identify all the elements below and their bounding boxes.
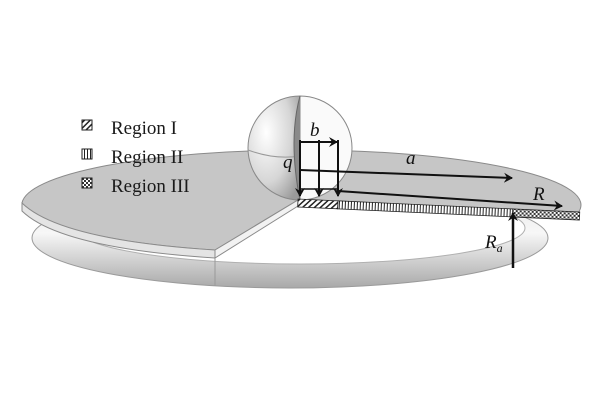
- legend-swatch-region-3: [81, 177, 93, 189]
- cross-section-strip: [297, 198, 581, 221]
- region-1-strip: [297, 198, 339, 210]
- legend-label-region-3: Region III: [111, 176, 190, 197]
- legend-label-region-2: Region II: [111, 147, 183, 168]
- dimension-arrows: [295, 137, 563, 268]
- label-q: q: [283, 152, 293, 173]
- legend-swatch-region-1: [81, 119, 93, 131]
- label-a: a: [406, 148, 416, 169]
- R-arrow: [337, 190, 563, 211]
- label-b: b: [310, 120, 320, 141]
- label-R: R: [532, 184, 545, 205]
- label-Ra: Ra: [484, 232, 503, 255]
- legend: Region I Region II Region III: [81, 118, 190, 197]
- a-arrow: [299, 169, 513, 183]
- legend-swatch-region-2: [81, 148, 93, 160]
- legend-label-region-1: Region I: [111, 118, 177, 139]
